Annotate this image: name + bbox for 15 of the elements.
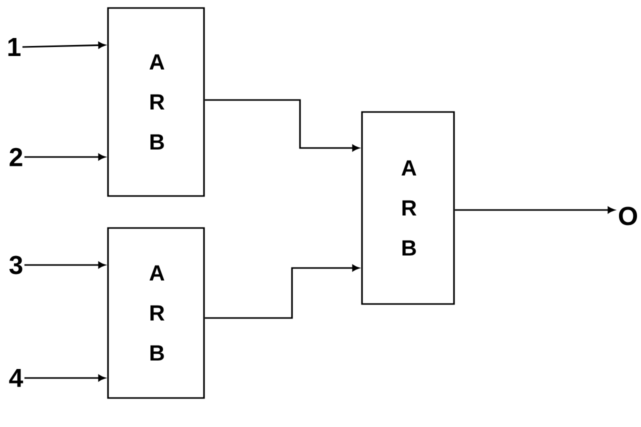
arrow [24, 154, 106, 160]
terminal-label: 4 [9, 369, 24, 387]
arrow [22, 42, 106, 48]
arrow [454, 206, 615, 214]
logic-box: A R B [361, 111, 455, 305]
terminal-label: 3 [9, 256, 22, 274]
terminal-label: O [618, 206, 638, 226]
arrow [204, 264, 360, 319]
arrow [24, 374, 106, 382]
arrow [24, 262, 106, 268]
arrow [204, 99, 360, 152]
logic-box: A R B [107, 7, 205, 197]
terminal-label: 1 [8, 38, 21, 56]
logic-box: A R B [107, 227, 205, 399]
terminal-label: 2 [10, 148, 22, 166]
